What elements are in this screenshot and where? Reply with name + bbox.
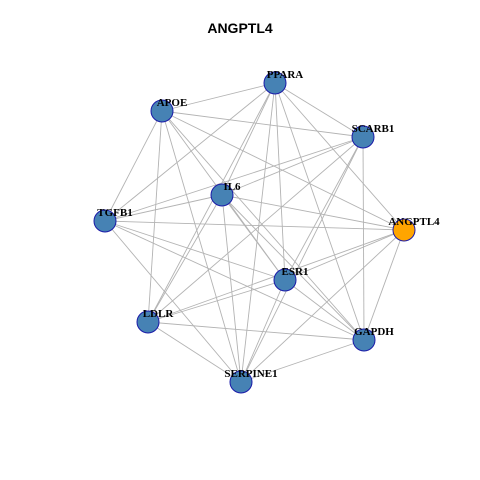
edge-ppara-il6 bbox=[221, 82, 276, 196]
edge-tgfb1-serpine1 bbox=[104, 220, 242, 383]
edge-apoe-tgfb1 bbox=[104, 110, 163, 222]
edge-ppara-apoe bbox=[161, 82, 276, 112]
edge-il6-tgfb1 bbox=[104, 194, 223, 222]
edge-esr1-gapdh bbox=[284, 279, 365, 341]
edge-apoe-serpine1 bbox=[161, 110, 242, 383]
node-esr1 bbox=[273, 268, 297, 292]
node-label-gapdh: GAPDH bbox=[354, 326, 394, 338]
edge-scarb1-serpine1 bbox=[240, 136, 364, 383]
edge-angptl4-gapdh bbox=[363, 229, 405, 341]
node-ppara bbox=[263, 71, 287, 95]
edge-ppara-serpine1 bbox=[240, 82, 276, 383]
node-tgfb1 bbox=[93, 209, 117, 233]
edge-il6-ldlr bbox=[147, 194, 223, 323]
edges-layer bbox=[104, 82, 405, 383]
node-label-serpine1: SERPINE1 bbox=[224, 368, 277, 380]
node-ldlr bbox=[136, 310, 160, 334]
node-label-esr1: ESR1 bbox=[282, 266, 309, 278]
node-gapdh bbox=[352, 328, 376, 352]
node-label-tgfb1: TGFB1 bbox=[97, 207, 132, 219]
edge-il6-gapdh bbox=[221, 194, 365, 341]
edge-tgfb1-gapdh bbox=[104, 220, 365, 341]
edge-gapdh-serpine1 bbox=[240, 339, 365, 383]
edge-ppara-gapdh bbox=[274, 82, 365, 341]
node-apoe bbox=[150, 99, 174, 123]
edge-ppara-esr1 bbox=[274, 82, 286, 281]
node-label-il6: IL6 bbox=[223, 181, 241, 193]
node-label-angptl4: ANGPTL4 bbox=[388, 216, 440, 228]
node-serpine1 bbox=[229, 370, 253, 394]
edge-il6-esr1 bbox=[221, 194, 286, 281]
edge-esr1-ldlr bbox=[147, 279, 286, 323]
node-scarb1 bbox=[351, 125, 375, 149]
edge-angptl4-esr1 bbox=[284, 229, 405, 281]
graph-title: ANGPTL4 bbox=[207, 20, 273, 36]
edge-ppara-scarb1 bbox=[274, 82, 364, 138]
edge-apoe-ldlr bbox=[147, 110, 163, 323]
edge-scarb1-gapdh bbox=[362, 136, 365, 341]
edge-ppara-tgfb1 bbox=[104, 82, 276, 222]
node-il6 bbox=[210, 183, 234, 207]
node-label-apoe: APOE bbox=[157, 97, 188, 109]
edge-ldlr-gapdh bbox=[147, 321, 365, 341]
node-label-scarb1: SCARB1 bbox=[352, 123, 395, 135]
edge-il6-angptl4 bbox=[221, 194, 405, 231]
edge-ppara-angptl4 bbox=[274, 82, 405, 231]
node-angptl4 bbox=[392, 218, 416, 242]
edge-tgfb1-esr1 bbox=[104, 220, 286, 281]
edge-il6-serpine1 bbox=[221, 194, 242, 383]
edge-scarb1-tgfb1 bbox=[104, 136, 364, 222]
edge-ldlr-serpine1 bbox=[147, 321, 242, 383]
edge-scarb1-il6 bbox=[221, 136, 364, 196]
node-label-ppara: PPARA bbox=[267, 69, 304, 81]
node-label-ldlr: LDLR bbox=[143, 308, 175, 320]
edge-apoe-scarb1 bbox=[161, 110, 364, 138]
nodes-layer bbox=[93, 71, 416, 394]
edge-angptl4-serpine1 bbox=[240, 229, 405, 383]
edge-scarb1-esr1 bbox=[284, 136, 364, 281]
edge-esr1-serpine1 bbox=[240, 279, 286, 383]
edge-tgfb1-angptl4 bbox=[104, 220, 405, 231]
